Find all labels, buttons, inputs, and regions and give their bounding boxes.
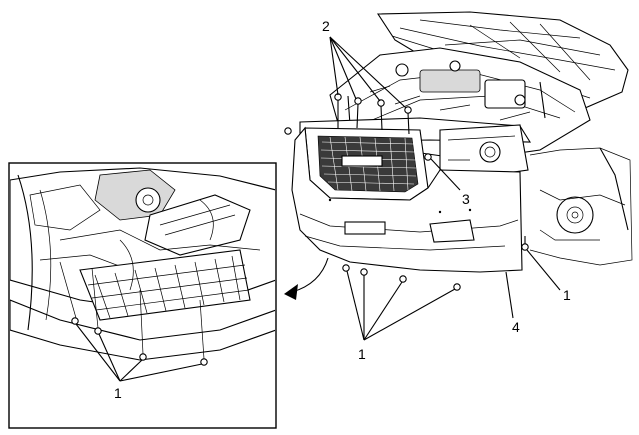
callout-2-label: 2 bbox=[322, 18, 330, 34]
headlamp bbox=[439, 124, 529, 179]
fastener-icon bbox=[71, 317, 79, 325]
fastener-icon bbox=[94, 327, 102, 335]
fastener-icon bbox=[284, 127, 292, 135]
fastener-icon bbox=[342, 264, 350, 272]
callout-1-right-label: 1 bbox=[563, 287, 571, 303]
front-bumper-fascia bbox=[291, 126, 523, 273]
lower-fasteners bbox=[342, 236, 529, 291]
fastener-icon bbox=[521, 236, 529, 251]
callout-1-bottom-label: 1 bbox=[358, 346, 366, 362]
callout-4-leader bbox=[505, 271, 514, 319]
vehicle-front-view bbox=[284, 11, 633, 341]
fastener-icon bbox=[354, 97, 362, 129]
fastener-icon bbox=[424, 153, 432, 161]
fastener-icon bbox=[139, 353, 147, 361]
fastener-icon bbox=[404, 106, 412, 135]
upper-fasteners bbox=[284, 93, 432, 161]
fastener-icon bbox=[453, 283, 461, 291]
callout-3-leader bbox=[430, 158, 461, 191]
callout-1-leaders bbox=[346, 249, 561, 341]
callout-3-label: 3 bbox=[462, 191, 470, 207]
fastener-icon bbox=[360, 268, 368, 276]
fastener-icon bbox=[399, 275, 407, 283]
callout-2-leaders bbox=[329, 36, 407, 109]
callout-4-label: 4 bbox=[512, 319, 520, 335]
inset-detail-view bbox=[8, 162, 277, 429]
callout-1-inset-label: 1 bbox=[114, 385, 122, 401]
front-wheel-hub bbox=[529, 147, 633, 266]
front-grille bbox=[304, 127, 429, 201]
inset-callout-1-leaders bbox=[59, 261, 205, 382]
curved-arrow-icon bbox=[284, 257, 329, 300]
fastener-icon bbox=[377, 99, 385, 131]
